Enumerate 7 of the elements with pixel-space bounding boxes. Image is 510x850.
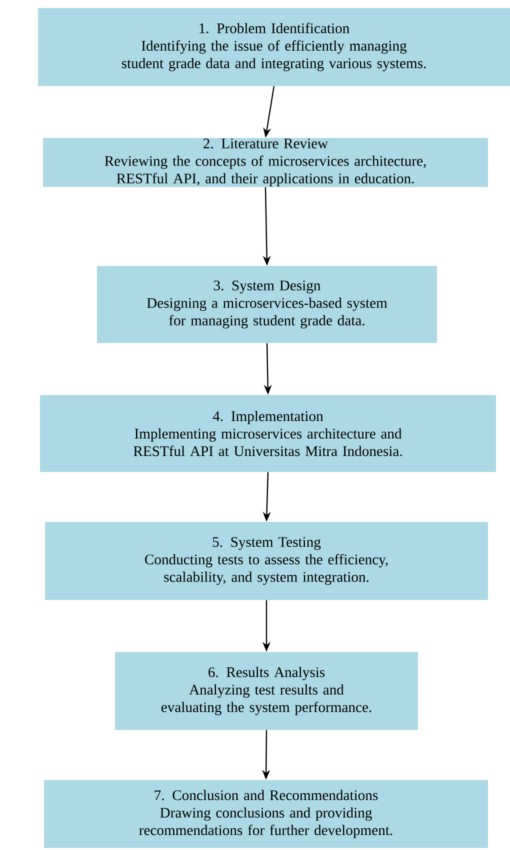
process-box: 2. Literature Review Reviewing the concepts of microservices architecture, RESTful API, and their applications in education. bbox=[43, 138, 488, 187]
process-box: 4. Implementation Implementing microservices architecture and RESTful API at Universitas Mitra Indonesia. bbox=[40, 395, 496, 472]
process-box: 1. Problem Identification Identifying the issue of efficiently managing student grade data and integrating various systems. bbox=[38, 8, 510, 86]
process-box: 5. System Testing Conducting tests to assess the efficiency, scalability, and system integration. bbox=[45, 522, 488, 600]
process-box: 7. Conclusion and Recommendations Drawing conclusions and providing recommendations for further development. bbox=[44, 780, 488, 848]
process-box: 6. Results Analysis Analyzing test results and evaluating the system performance. bbox=[115, 652, 418, 730]
process-box: 3. System Design Designing a microservices-based system for managing student grade data. bbox=[97, 266, 437, 343]
